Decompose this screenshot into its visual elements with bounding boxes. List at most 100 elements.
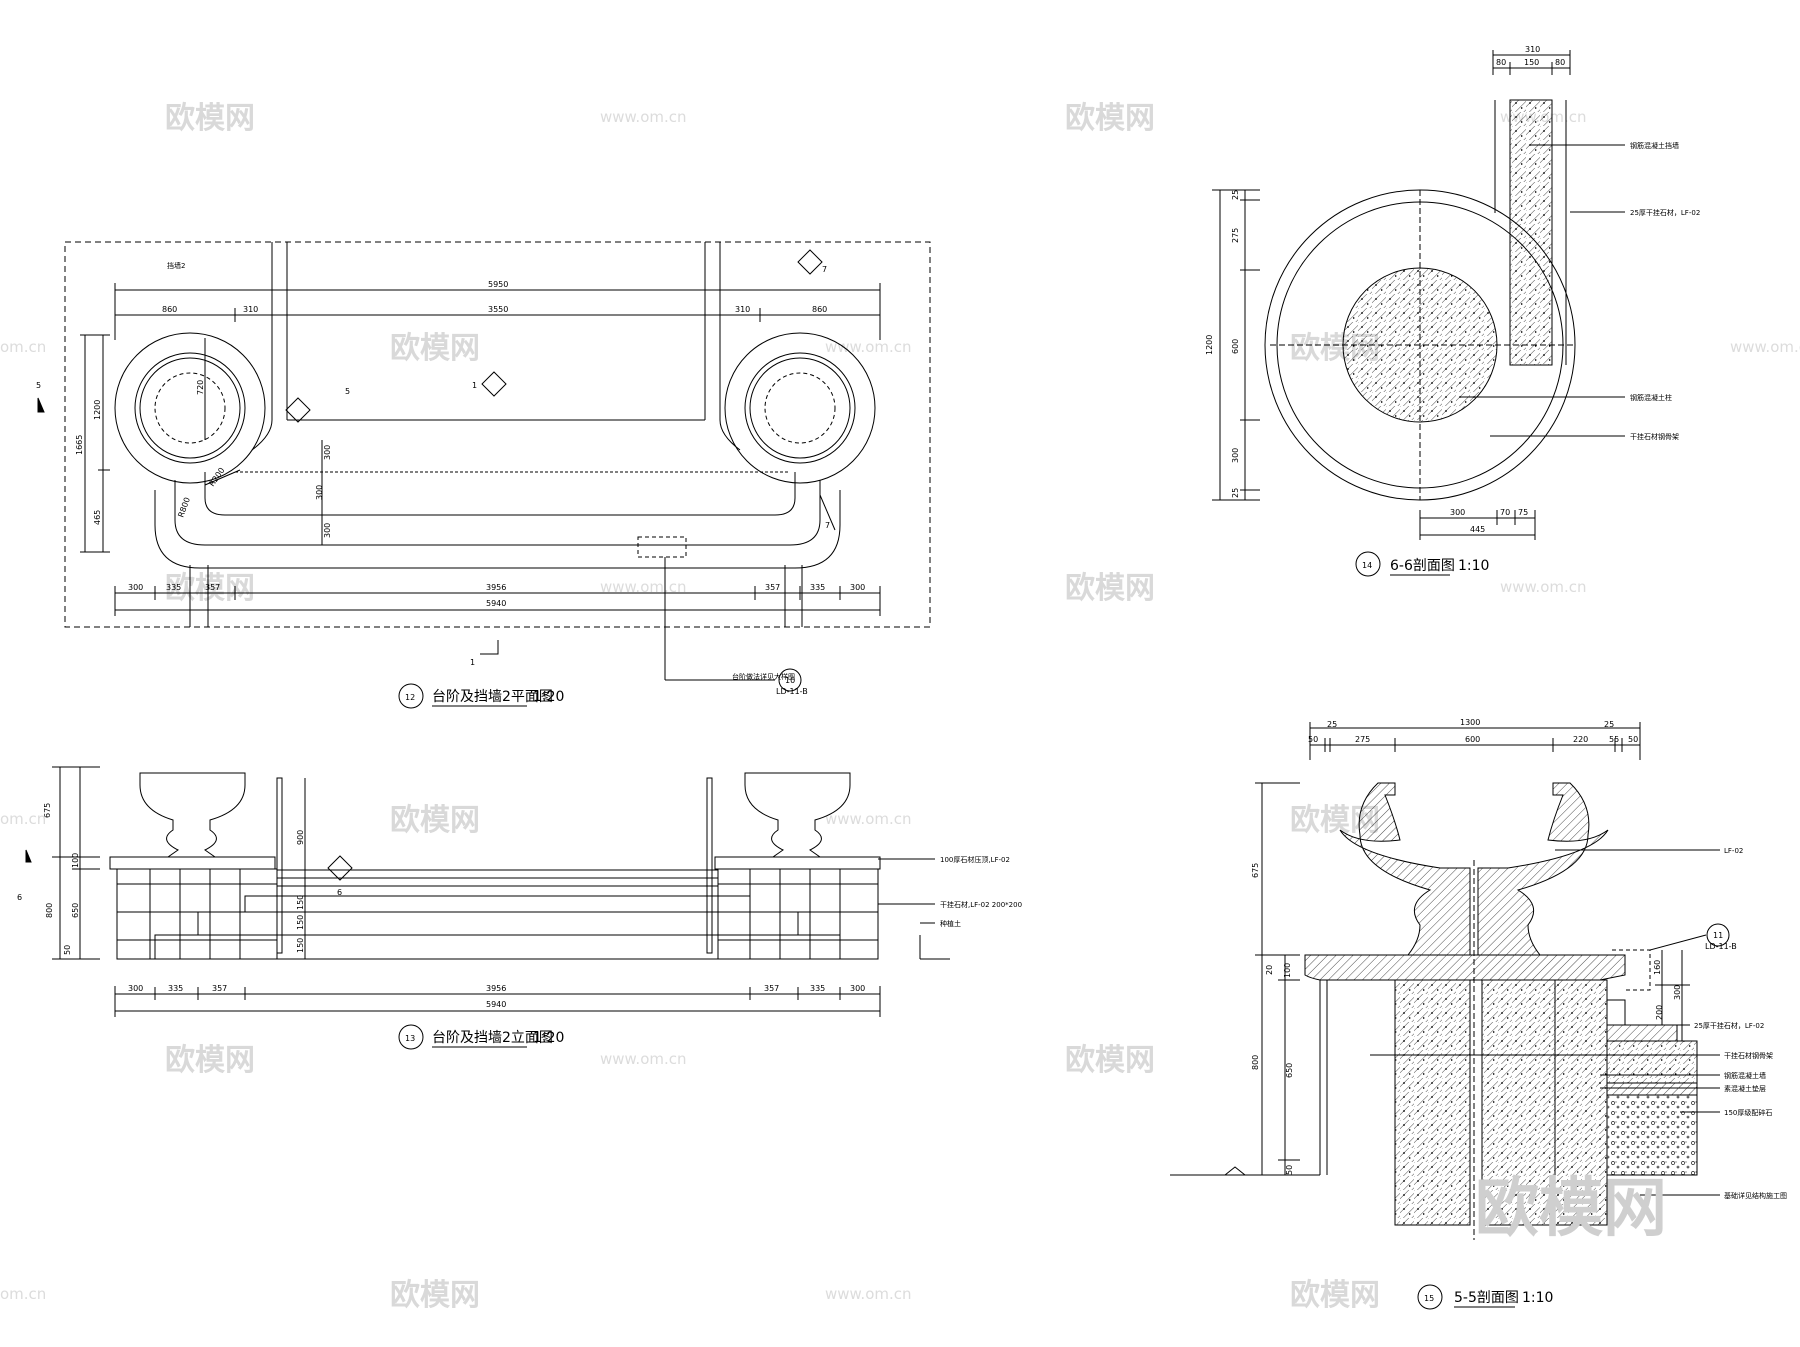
elev-dim: 357 xyxy=(764,984,779,993)
s55-urn-left xyxy=(1339,782,1471,956)
s66-dim: 75 xyxy=(1518,508,1528,517)
s55-callout: 25厚干挂石材，LF-02 xyxy=(1694,1021,1764,1030)
urn-left xyxy=(139,772,246,858)
s55-callout: 150厚级配碎石 xyxy=(1724,1108,1772,1117)
s55-dim: 600 xyxy=(1465,735,1480,744)
s55-detail-sheet: LD-11-B xyxy=(1705,942,1737,951)
watermark-url: www.om.cn xyxy=(825,1285,912,1303)
watermark: 欧模网 xyxy=(165,571,255,606)
s55-dim: 220 xyxy=(1573,735,1588,744)
s55-dim: 50 xyxy=(1285,1165,1294,1175)
watermark-url: om.cn xyxy=(0,338,46,356)
plan-cut-marker: 7 xyxy=(825,521,830,530)
plan-boundary xyxy=(64,241,931,628)
plan-scale: 1:20 xyxy=(533,689,564,705)
section-6-6 xyxy=(1212,50,1625,540)
elev-callout: 种植土 xyxy=(940,919,961,928)
watermark: 欧模网 xyxy=(1065,101,1155,136)
s55-number-circle xyxy=(1417,1284,1443,1310)
elev-dim: 150 xyxy=(296,895,305,910)
plan-note-label: 挡墙2 xyxy=(167,261,185,270)
elevation-cap-right xyxy=(714,856,881,870)
section55-text: 1300 50 25 275 600 220 25 55 50 675 20 1… xyxy=(1251,718,1787,1200)
s55-callout: 基础详见结构施工图 xyxy=(1724,1191,1787,1200)
elev-dim: 300 xyxy=(128,984,143,993)
plan-dim: 300 xyxy=(323,445,332,460)
s55-dim: 20 xyxy=(1265,965,1274,975)
s66-scale: 1:10 xyxy=(1458,558,1489,574)
plan-dim: 1200 xyxy=(93,400,102,420)
plan-text: 挡墙2 5950 860 310 3550 310 860 1665 1200 … xyxy=(36,261,865,696)
s66-callout: 钢筋混凝土挡墙 xyxy=(1630,141,1679,150)
planter-right-outer xyxy=(724,332,876,484)
s55-dim: 55 xyxy=(1609,735,1619,744)
watermark: 欧模网 xyxy=(165,1043,255,1078)
watermark: 欧模网 xyxy=(1065,1043,1155,1078)
s55-cap xyxy=(1304,954,1626,981)
s66-callout: 钢筋混凝土柱 xyxy=(1630,393,1672,402)
planter-left-outer xyxy=(114,332,266,484)
s55-callout: 素混凝土垫层 xyxy=(1724,1084,1766,1093)
plan-cut-marker: 5 xyxy=(36,381,41,390)
watermark-url: www.om.cn xyxy=(600,108,687,126)
plan-number-circle xyxy=(398,683,424,709)
s55-dim: 25 xyxy=(1327,720,1337,729)
plan-dim: 357 xyxy=(205,583,220,592)
elev-marker: 6 xyxy=(337,888,342,897)
rail-post-left xyxy=(276,777,283,954)
plan-dim: 720 xyxy=(196,380,205,395)
plan-dim: 335 xyxy=(810,583,825,592)
s55-dim: 25 xyxy=(1604,720,1614,729)
step-top xyxy=(244,895,751,913)
section66-title-block: 14 6-6剖面图 1:10 xyxy=(1355,551,1489,577)
s55-dim: 650 xyxy=(1285,1063,1294,1078)
step-middle xyxy=(197,911,799,936)
elev-dim: 300 xyxy=(850,984,865,993)
s55-dim: 50 xyxy=(1308,735,1318,744)
plan-view xyxy=(37,241,931,692)
s55-gravel xyxy=(1606,1094,1698,1176)
watermark-url: www.om.cn xyxy=(825,338,912,356)
plan-title-block: 12 台阶及挡墙2平面图 1:20 xyxy=(398,683,564,709)
s66-title: 6-6剖面图 xyxy=(1390,558,1455,574)
watermark-url: www.om.cn xyxy=(600,1050,687,1068)
s55-dim: 800 xyxy=(1251,1055,1260,1070)
section55-title-block: 15 5-5剖面图 1:10 xyxy=(1417,1284,1553,1310)
elev-dim: 800 xyxy=(45,903,54,918)
section66-text: 310 80 150 80 1200 25 275 600 300 25 300… xyxy=(1205,45,1700,534)
s66-dim: 600 xyxy=(1231,339,1240,354)
elev-dim: 335 xyxy=(168,984,183,993)
watermark: 欧模网 xyxy=(390,331,480,366)
s55-dim: 200 xyxy=(1655,1005,1664,1020)
s66-dim: 150 xyxy=(1524,58,1539,67)
elev-callout: 干挂石材,LF-02 200*200 xyxy=(940,900,1022,909)
s66-dim: 310 xyxy=(1525,45,1540,54)
s55-number: 15 xyxy=(1424,1294,1434,1303)
elev-dim: 5940 xyxy=(486,1000,506,1009)
plan-dim: 300 xyxy=(323,523,332,538)
s66-dim: 80 xyxy=(1555,58,1565,67)
s55-pier-left xyxy=(1394,979,1471,1226)
elev-dim: 50 xyxy=(63,945,72,955)
s55-dim: 275 xyxy=(1355,735,1370,744)
plan-dim: 860 xyxy=(812,305,827,314)
elev-dim: 900 xyxy=(296,830,305,845)
plan-dim: 300 xyxy=(128,583,143,592)
plan-dim: 357 xyxy=(765,583,780,592)
elevation-cap-left xyxy=(109,856,276,870)
s55-dim: 160 xyxy=(1653,960,1662,975)
section66-wall xyxy=(1509,99,1553,366)
plan-dim: 310 xyxy=(243,305,258,314)
plan-dim: 310 xyxy=(735,305,750,314)
s66-dim: 445 xyxy=(1470,525,1485,534)
urn-right xyxy=(744,772,851,858)
watermark: 欧模网 xyxy=(390,803,480,838)
watermark-url: www.om.cn xyxy=(1730,338,1800,356)
elevation-text: 675 100 800 650 50 900 150 150 150 100厚石… xyxy=(17,803,1022,1009)
plan-dim: 5950 xyxy=(488,280,508,289)
s55-callout: LF-02 xyxy=(1724,847,1743,855)
plan-dim: 5940 xyxy=(486,599,506,608)
s66-dim: 80 xyxy=(1496,58,1506,67)
watermark: 欧模网 xyxy=(390,1278,480,1313)
plan-dim: 335 xyxy=(166,583,181,592)
